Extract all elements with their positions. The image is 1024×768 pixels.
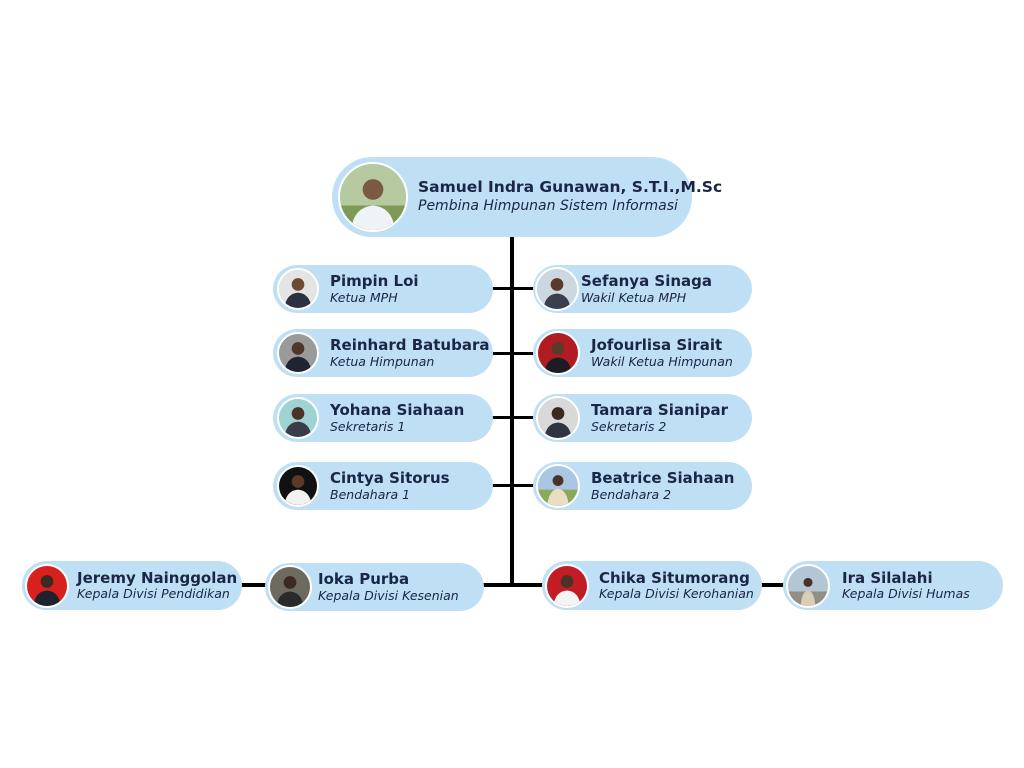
pimpin-role: Ketua MPH: [330, 289, 398, 305]
org-node-chika: Chika Situmorang Kepala Divisi Kerohania…: [542, 561, 762, 610]
connector-bottom-center: [482, 583, 544, 587]
avatar-tamara: [536, 396, 580, 440]
avatar-ioka: [268, 565, 312, 609]
org-node-ira: Ira Silalahi Kepala Divisi Humas: [783, 561, 1003, 610]
org-node-reinhard: Reinhard Batubara Ketua Himpunan: [273, 329, 493, 377]
jeremy-name: Jeremy Nainggolan: [77, 568, 238, 587]
beatrice-name: Beatrice Siahaan: [591, 469, 735, 488]
pembina-role: Pembina Himpunan Sistem Informasi: [418, 198, 678, 215]
reinhard-name: Reinhard Batubara: [330, 336, 490, 355]
jofourlisa-role: Wakil Ketua Himpunan: [591, 353, 733, 369]
ira-role: Kepala Divisi Humas: [842, 586, 970, 602]
pimpin-name: Pimpin Loi: [330, 272, 419, 291]
connector-row-4: [490, 484, 536, 487]
jeremy-role: Kepala Divisi Pendidikan: [77, 586, 230, 602]
sefanya-name: Sefanya Sinaga: [581, 272, 713, 291]
connector-row-3: [490, 416, 536, 419]
pembina-name: Samuel Indra Gunawan, S.T.I.,M.Sc: [418, 178, 723, 197]
sefanya-role: Wakil Ketua MPH: [581, 289, 687, 305]
avatar-ira: [786, 563, 830, 608]
yohana-name: Yohana Siahaan: [330, 401, 465, 420]
jofourlisa-name: Jofourlisa Sirait: [591, 336, 723, 355]
chika-name: Chika Situmorang: [599, 568, 750, 587]
avatar-pembina: [338, 162, 408, 232]
org-node-cintya: Cintya Sitorus Bendahara 1: [273, 462, 493, 510]
avatar-beatrice: [536, 464, 580, 508]
connector-bottom-right: [760, 583, 786, 587]
connector-row-1: [490, 287, 536, 290]
avatar-sefanya: [535, 267, 579, 311]
cintya-role: Bendahara 1: [330, 486, 411, 502]
yohana-role: Sekretaris 1: [330, 418, 406, 434]
avatar-jeremy: [25, 563, 69, 608]
avatar-cintya: [277, 465, 319, 507]
reinhard-role: Ketua Himpunan: [330, 353, 435, 369]
tamara-name: Tamara Sianipar: [591, 401, 729, 420]
ioka-name: Ioka Purba: [318, 570, 410, 589]
org-node-jeremy: Jeremy Nainggolan Kepala Divisi Pendidik…: [22, 561, 242, 610]
chika-role: Kepala Divisi Kerohanian: [599, 586, 754, 602]
cintya-name: Cintya Sitorus: [330, 469, 450, 488]
org-node-sefanya: Sefanya Sinaga Wakil Ketua MPH: [533, 265, 752, 313]
tamara-role: Sekretaris 2: [591, 418, 667, 434]
avatar-yohana: [277, 397, 319, 439]
ioka-role: Kepala Divisi Kesenian: [318, 587, 459, 603]
avatar-reinhard: [277, 332, 319, 374]
connector-bottom-left: [240, 583, 268, 587]
org-node-yohana: Yohana Siahaan Sekretaris 1: [273, 394, 493, 442]
org-node-ioka: Ioka Purba Kepala Divisi Kesenian: [265, 563, 484, 611]
org-node-tamara: Tamara Sianipar Sekretaris 2: [533, 394, 752, 442]
org-node-beatrice: Beatrice Siahaan Bendahara 2: [533, 462, 752, 510]
connector-trunk: [510, 236, 514, 587]
beatrice-role: Bendahara 2: [591, 486, 672, 502]
ira-name: Ira Silalahi: [842, 568, 933, 587]
org-node-pimpin: Pimpin Loi Ketua MPH: [273, 265, 493, 313]
org-node-jofourlisa: Jofourlisa Sirait Wakil Ketua Himpunan: [533, 329, 752, 377]
org-node-pembina: Samuel Indra Gunawan, S.T.I.,M.Sc Pembin…: [332, 157, 722, 237]
avatar-chika: [545, 563, 589, 608]
connector-row-2: [490, 352, 536, 355]
avatar-pimpin: [277, 268, 319, 310]
avatar-jofourlisa: [536, 331, 580, 375]
